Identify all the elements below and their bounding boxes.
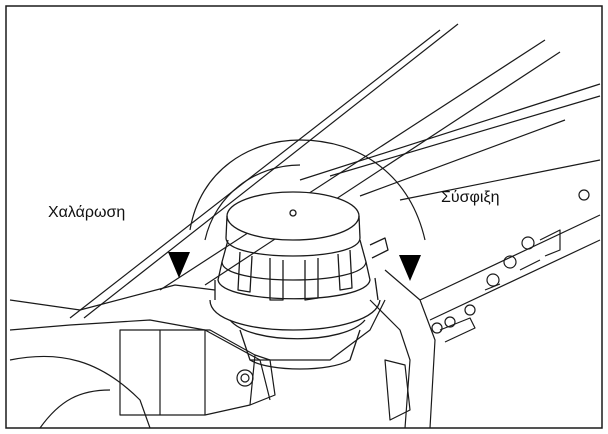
loosen-arrow-icon (168, 252, 190, 278)
engine-housing (9, 23, 601, 429)
tension-knob (209, 191, 389, 370)
loosen-label: Χαλάρωση (48, 204, 126, 221)
tighten-label: Σύσφιξη (441, 189, 500, 206)
tighten-arrow-icon (399, 255, 421, 281)
